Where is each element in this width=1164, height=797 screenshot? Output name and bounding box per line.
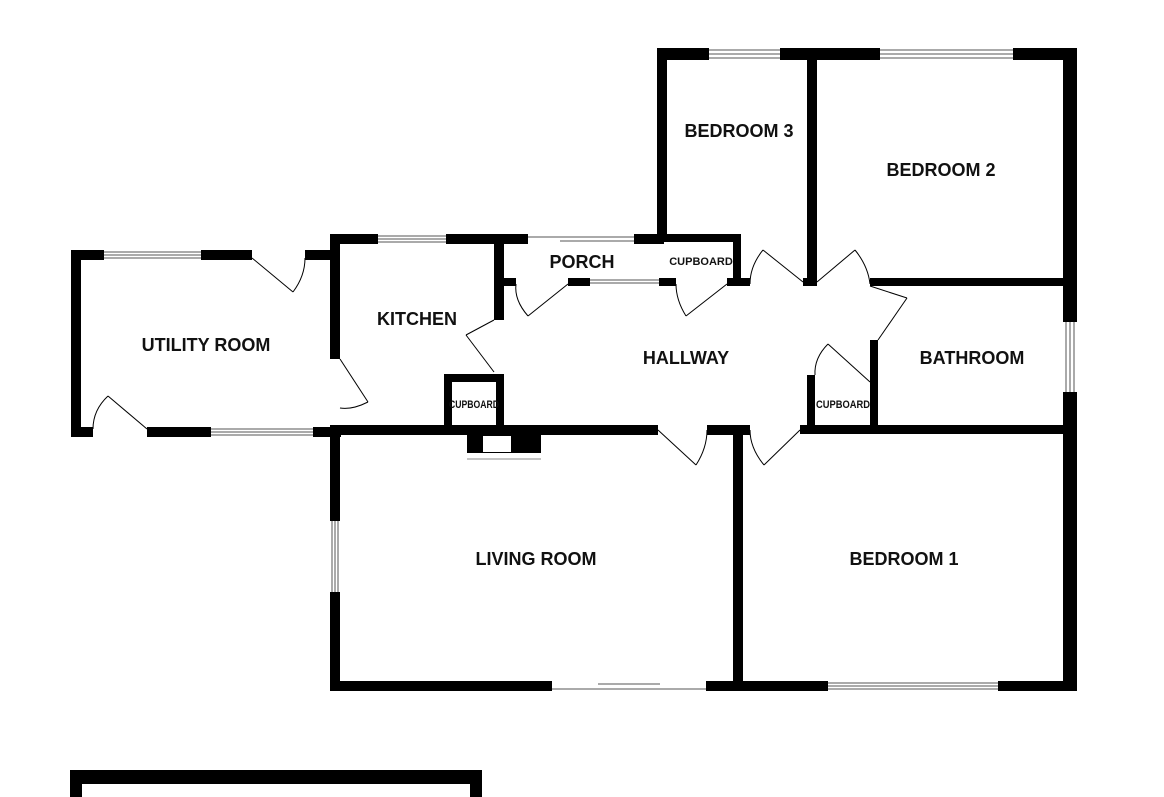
window-bedroom1-bottom	[828, 682, 998, 690]
label-cupboard-kitchen: CUPBOARD	[449, 399, 499, 411]
wall-utility-bottom-left	[71, 427, 93, 437]
windows	[104, 49, 1075, 690]
door-utility-bottom	[92, 395, 148, 430]
wall-utility-bottom-mid	[147, 427, 211, 437]
window-kitchen-top	[378, 235, 446, 243]
wall-kitchen-left-upper	[330, 234, 340, 359]
window-bathroom-right	[1065, 322, 1075, 392]
wall-cupboard-porch-left-low	[659, 278, 676, 286]
label-bathroom: BATHROOM	[920, 348, 1025, 368]
window-utility-bottom	[211, 428, 313, 436]
door-kitchen-utility	[339, 358, 369, 409]
wall-bathroom-left	[870, 340, 878, 433]
door-kitchen-hall	[465, 319, 495, 373]
walls	[70, 48, 1077, 797]
wall-living-bottom-right	[706, 681, 828, 691]
wall-living-left-lower	[330, 592, 340, 691]
wall-bed3-top-left	[657, 48, 709, 60]
wall-bed2-bottom	[870, 278, 1077, 286]
wall-porch-top-right	[634, 234, 664, 244]
wall-utility-bottom-right	[313, 427, 341, 437]
label-utility-room: UTILITY ROOM	[142, 335, 271, 355]
window-porch-top	[528, 236, 634, 242]
label-cupboard-hall: CUPBOARD	[816, 399, 870, 411]
door-bedroom1	[749, 429, 801, 466]
wall-kitchen-right	[494, 234, 504, 320]
wall-utility-top-right	[305, 250, 333, 260]
wall-cupboard-kitchen-left	[444, 374, 452, 432]
wall-bed2-door-stub	[803, 278, 817, 286]
wall-cupboard-porch-right-low	[727, 278, 750, 286]
label-bedroom-1: BEDROOM 1	[849, 549, 958, 569]
wall-bedroom1-bottom-right	[998, 681, 1077, 691]
doors	[92, 249, 908, 466]
door-hall-cupboard	[814, 343, 871, 383]
window-bed2-top	[880, 49, 1013, 59]
wall-bathroom-bottom	[800, 425, 1077, 434]
wall-bed2-top-right	[1013, 48, 1077, 60]
window-living-bottom	[552, 683, 706, 690]
wall-right-lower	[1063, 392, 1077, 691]
wall-hall-bottom-mid	[707, 425, 750, 435]
wall-kitchen-top-right	[446, 234, 528, 244]
label-cupboard-porch: CUPBOARD	[669, 256, 733, 268]
door-living	[657, 429, 708, 466]
wall-hall-cupboard-left	[807, 375, 815, 433]
wall-utility-top-left	[71, 250, 104, 260]
label-hallway: HALLWAY	[643, 348, 729, 368]
label-porch: PORCH	[549, 252, 614, 272]
wall-cupboard-kitchen-right	[496, 374, 504, 432]
wall-outbuilding-left	[70, 770, 82, 797]
window-utility-top	[104, 251, 201, 259]
wall-outbuilding-right	[470, 770, 482, 797]
door-bedroom3	[749, 249, 804, 285]
wall-kitchen-top-left	[330, 234, 378, 244]
wall-utility-top-mid	[201, 250, 252, 260]
door-porch-cupboard	[675, 283, 728, 317]
label-living-room: LIVING ROOM	[476, 549, 597, 569]
door-porch	[515, 283, 569, 317]
wall-bed3-top-right	[780, 48, 880, 60]
label-kitchen: KITCHEN	[377, 309, 457, 329]
wall-utility-left	[71, 250, 81, 437]
wall-bed3-left	[657, 48, 667, 242]
wall-bed3-bed2-divider	[807, 48, 817, 285]
wall-porch-bottom-left	[568, 278, 590, 286]
wall-porch-left-stub	[494, 278, 516, 286]
wall-hall-bottom-left	[330, 425, 658, 435]
window-porch-bottom	[590, 279, 659, 284]
fireplace-hearth	[483, 436, 511, 452]
door-bedroom2	[816, 249, 871, 285]
wall-living-left-upper	[330, 425, 340, 521]
window-bed3-top	[709, 49, 780, 59]
wall-cupboard-porch-top	[657, 234, 741, 242]
room-labels: UTILITY ROOM KITCHEN PORCH CUPBOARD HALL…	[142, 121, 1025, 569]
door-utility-top	[251, 257, 306, 293]
wall-cupboard-kitchen-top	[444, 374, 504, 382]
wall-right-upper	[1063, 48, 1077, 322]
wall-living-bedroom1-divider	[733, 425, 743, 691]
wall-outbuilding-top	[70, 770, 482, 784]
wall-cupboard-porch-right	[733, 234, 741, 285]
window-living-left	[331, 521, 339, 592]
label-bedroom-2: BEDROOM 2	[886, 160, 995, 180]
door-bathroom	[869, 285, 908, 341]
wall-living-bottom-left	[330, 681, 552, 691]
label-bedroom-3: BEDROOM 3	[684, 121, 793, 141]
